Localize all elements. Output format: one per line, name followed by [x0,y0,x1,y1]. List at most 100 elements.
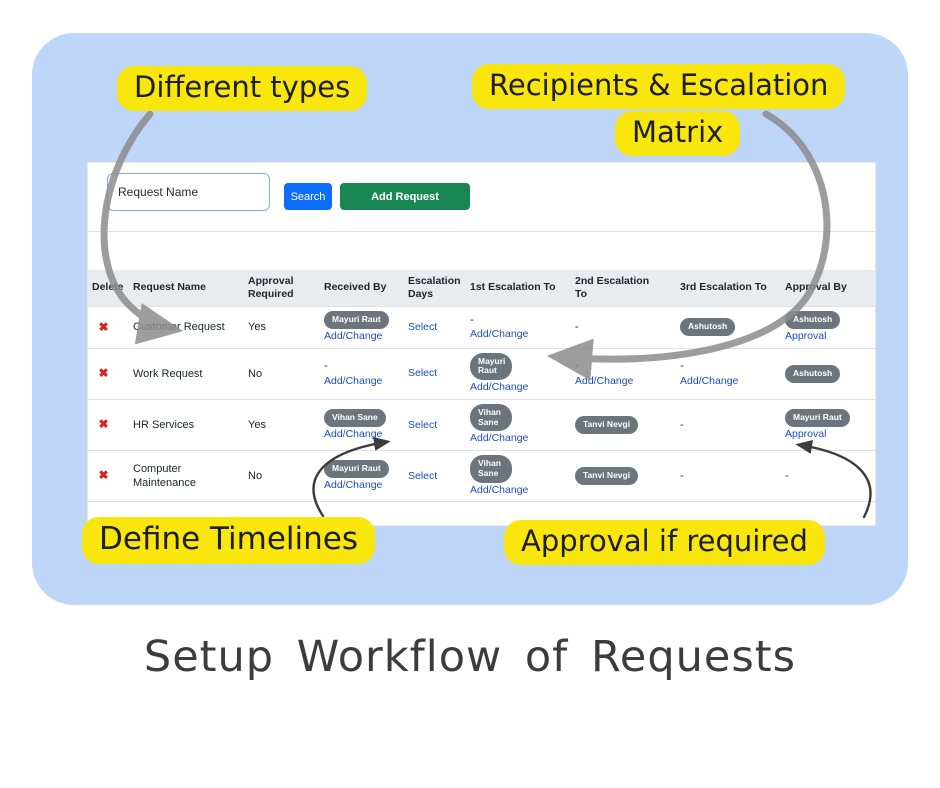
column-header: Request Name [133,281,206,294]
cell-text: - [680,360,684,373]
table-cell: ✖ [88,316,125,340]
cell-text: - [470,313,474,326]
approval-link[interactable]: Approval [785,330,827,343]
table-cell: Work Request [125,363,240,385]
user-badge: Mayuri Raut [324,311,389,330]
table-cell: Yes [240,316,316,338]
add-change-link[interactable]: Add/Change [324,374,383,387]
add-change-link[interactable]: Add/Change [324,330,383,343]
delete-icon[interactable]: ✖ [98,417,109,432]
add-request-button[interactable]: Add Request [340,183,470,210]
annotation-define-timelines: Define Timelines [82,517,376,564]
add-change-link[interactable]: Add/Change [680,374,739,387]
cell-text: - [324,360,328,373]
cell-text: Work Request [133,367,203,380]
cell-text: Yes [248,418,266,431]
user-badge: Tanvi Nevgi [575,467,639,486]
table-cell: Select [400,316,462,339]
table-cell: No [240,363,316,385]
add-change-link[interactable]: Add/Change [324,427,383,440]
table-cell: Select [400,414,462,437]
table-cell: - [672,465,777,487]
user-badge: Vihan Sane [470,455,512,483]
user-badge: Ashutosh [785,364,841,383]
column-header: 2nd Escalation To [575,274,650,300]
select-link[interactable]: Select [408,367,438,380]
cell-text: Yes [248,321,266,334]
cell-text: Customer Request [133,321,225,334]
table-cell: - [567,316,672,338]
select-link[interactable]: Select [408,418,438,431]
user-badge: Mayuri Raut [324,459,389,478]
delete-icon[interactable]: ✖ [98,468,109,483]
annotation-approval-if-required: Approval if required [504,520,825,565]
add-change-link[interactable]: Add/Change [575,374,634,387]
annotation-matrix: Matrix [615,111,741,156]
column-header: Delete [92,281,124,294]
table-cell: ✖ [88,413,125,437]
delete-icon[interactable]: ✖ [98,319,109,334]
table-cell: -Add/Change [567,355,672,392]
add-change-link[interactable]: Add/Change [470,432,529,445]
column-header: 1st Escalation To [470,281,556,294]
page-title: Setup Workflow of Requests [143,632,797,682]
delete-icon[interactable]: ✖ [98,365,109,380]
column-header: Approval Required [248,274,294,300]
table-cell: -Add/Change [316,355,400,392]
approval-link[interactable]: Approval [785,427,827,440]
cell-text: - [575,321,579,334]
search-button[interactable]: Search [284,183,332,210]
table-cell: HR Services [125,414,240,436]
cell-text: No [248,469,263,482]
table-cell: - [672,414,777,436]
column-header: Received By [324,281,387,294]
annotation-different-types: Different types [117,66,368,111]
table-cell: Tanvi Nevgi [567,463,672,489]
select-link[interactable]: Select [408,469,438,482]
column-header: Escalation Days [408,274,461,300]
table-cell: Select [400,465,462,488]
add-change-link[interactable]: Add/Change [470,381,529,394]
table-cell: No [240,465,316,487]
table-header-row: Delete Request Name Approval Required Recei… [88,270,875,306]
table-cell: - [777,465,875,487]
table-cell: Yes [240,414,316,436]
cell-text: - [575,360,579,373]
add-change-link[interactable]: Add/Change [470,328,529,341]
user-badge: Ashutosh [785,311,841,330]
user-badge: Ashutosh [680,318,736,337]
cell-text: No [248,367,263,380]
request-name-input[interactable] [107,173,270,211]
table-cell: - Add/Change [462,309,567,346]
cell-text: - [680,469,684,482]
cell-text: - [785,469,789,482]
table-cell: Ashutosh [672,314,777,340]
select-link[interactable]: Select [408,321,438,334]
user-badge: Mayuri Raut [470,352,512,381]
table-cell: Tanvi Nevgi [567,412,672,438]
add-change-link[interactable]: Add/Change [470,483,529,496]
requests-table: Delete Request Name Approval Required Recei… [88,270,875,503]
user-badge: Vihan Sane [470,403,512,432]
cell-text: HR Services [133,418,195,431]
table-cell: Ashutosh [777,361,875,387]
user-badge: Tanvi Nevgi [575,415,639,434]
table-cell: -Add/Change [672,355,777,392]
table-cell: ✖ [88,464,125,488]
cell-text: Computer Maintenance [133,462,196,490]
add-change-link[interactable]: Add/Change [324,478,383,491]
user-badge: Vihan Sane [324,408,386,427]
